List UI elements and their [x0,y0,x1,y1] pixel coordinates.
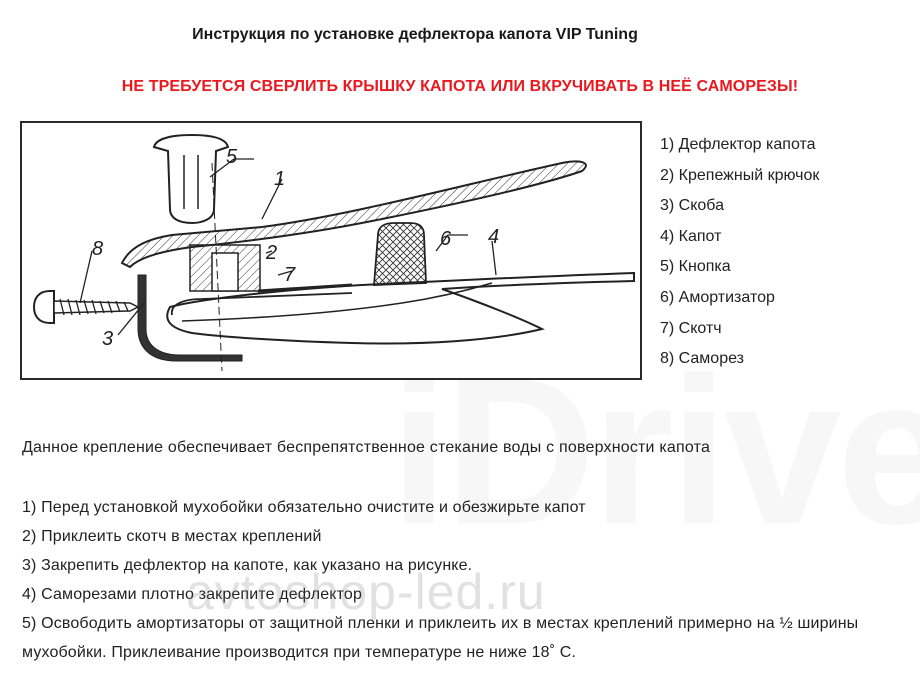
hook-lip [170,292,353,316]
axis-line [211,162,223,372]
step-item: 1) Перед установкой мухобойки обязательн… [22,499,586,516]
step-item: 2) Приклеить скотч в местах креплений [22,528,322,545]
step-item: 4) Саморезами плотно закрепите дефлектор [22,586,363,603]
tape-shape [257,283,353,293]
clip-slot [183,155,199,209]
clip-shape [152,133,230,225]
hood-shape [166,271,635,345]
legend-item: 3) Скоба [660,197,724,215]
bracket-shape [137,274,243,362]
callout-6: 6 [440,228,452,250]
step-item: 5) Освободить амортизаторы от защитной п… [22,615,859,661]
leader-lines [79,158,497,336]
legend-item: 4) Капот [660,227,722,245]
callout-7: 7 [284,264,296,286]
legend-item: 2) Крепежный крючок [660,166,820,184]
warning-text: НЕ ТРЕБУЕТСЯ СВЕРЛИТЬ КРЫШКУ КАПОТА ИЛИ … [121,78,799,95]
diagram-drawing: 1 2 3 4 5 6 7 8 [32,133,635,372]
legend-item: 1) Дефлектор капота [660,136,816,153]
callout-2: 2 [265,242,277,264]
intro-text: Данное крепление обеспечивает беспрепятс… [22,439,711,456]
callout-4: 4 [488,226,499,248]
callout-1: 1 [274,168,285,190]
legend-item: 5) Кнопка [660,258,731,276]
callout-8: 8 [92,238,103,260]
legend-item: 6) Амортизатор [660,288,775,306]
legend-item: 8) Саморез [660,350,744,368]
screw-head [32,290,55,324]
installation-steps: 1) Перед установкой мухобойки обязательн… [22,493,912,667]
callout-5: 5 [226,146,238,168]
hook-inner [211,252,239,292]
screw-thread [53,300,140,314]
installation-diagram: 1 2 3 4 5 6 7 8 [20,121,642,380]
damper-shape [373,222,427,286]
screw-spiral [59,298,129,316]
parts-legend: 1) Дефлектор капота 2) Крепежный крючок … [660,133,819,378]
legend-item: 7) Скотч [660,319,722,337]
page-title: Инструкция по установке дефлектора капот… [192,26,638,43]
hood-hem-line [181,282,493,322]
callout-3: 3 [102,328,113,350]
step-item: 3) Закрепить дефлектор на капоте, как ук… [22,557,473,574]
